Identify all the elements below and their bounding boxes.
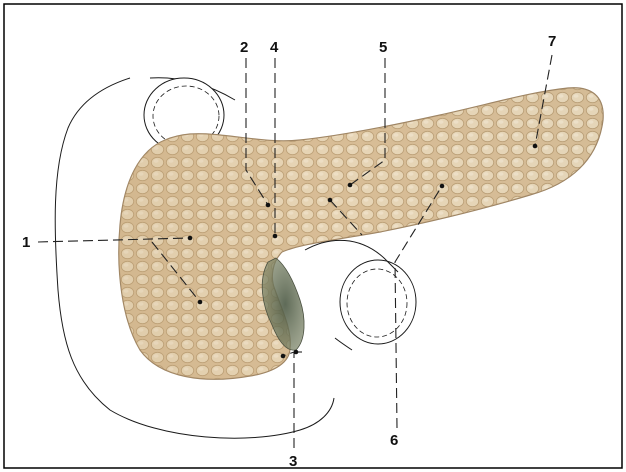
part-labels: 1 2 4 5 7 3 6 bbox=[22, 33, 556, 470]
label-2: 2 bbox=[240, 39, 248, 56]
label-7: 7 bbox=[548, 33, 556, 50]
label-5: 5 bbox=[379, 39, 387, 56]
label-6: 6 bbox=[390, 432, 398, 449]
inferior-vessel-ring bbox=[305, 240, 416, 350]
label-1: 1 bbox=[22, 234, 30, 251]
label-4: 4 bbox=[270, 39, 279, 56]
label-3: 3 bbox=[289, 453, 297, 470]
